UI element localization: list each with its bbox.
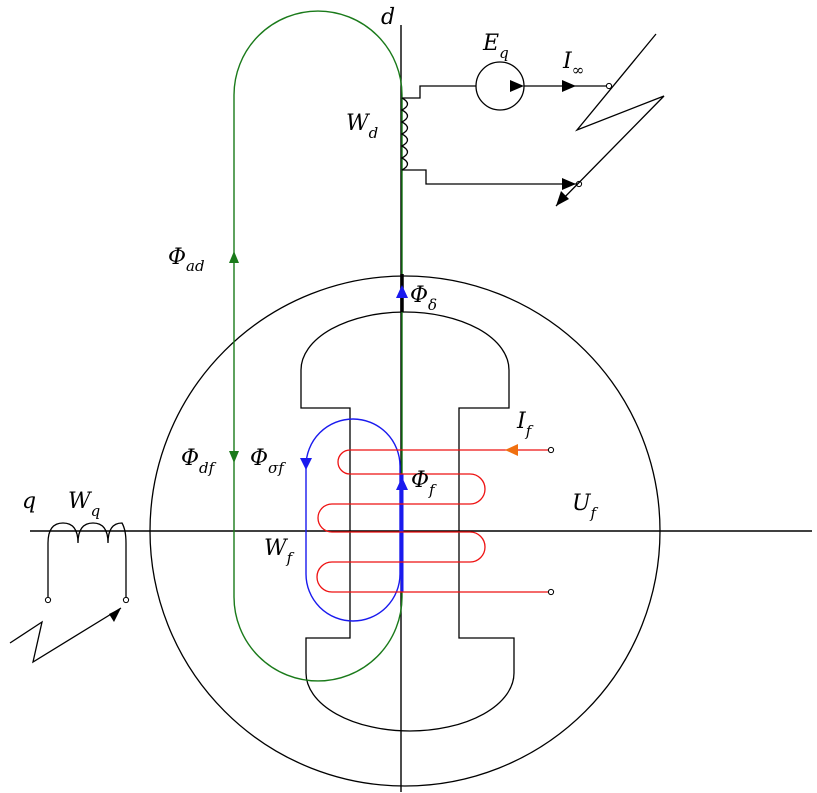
phi-f-label: Φf — [411, 468, 437, 499]
iinf-arrow — [562, 80, 576, 92]
wq-label: Wq — [68, 489, 100, 520]
q-switch — [9, 607, 122, 664]
flux-ad-arrow — [229, 251, 239, 263]
flux-delta-arrow — [396, 285, 408, 298]
d-axis-label: d — [381, 5, 395, 30]
d-switch-arrow — [556, 191, 569, 206]
wd-output-top — [402, 85, 476, 99]
flux-sigma-f-arrow — [300, 458, 312, 470]
phi-sigma-f-label: Φσf — [250, 446, 286, 477]
eq-label: Eq — [482, 31, 509, 62]
rotor-pole — [300, 311, 515, 732]
flux-f-arrow — [396, 477, 408, 490]
eq-arrow — [510, 80, 524, 92]
wd-terminal-bottom — [575, 180, 583, 188]
if-label: If — [516, 409, 534, 440]
q-switch-arrow — [109, 608, 121, 622]
field-current-arrow — [505, 444, 518, 456]
flux-df-arrow — [229, 451, 239, 463]
field-terminal-bottom — [547, 588, 555, 596]
wd-label: Wd — [346, 111, 378, 142]
flux-ad-loop — [233, 10, 403, 682]
wd-coil — [400, 97, 409, 171]
lower-output-arrow — [562, 178, 576, 190]
d-switch — [555, 33, 665, 207]
wq-coil — [47, 522, 127, 600]
wd-output-bottom — [402, 169, 576, 185]
wf-label: Wf — [264, 536, 295, 567]
phi-df-label: Φdf — [181, 446, 217, 477]
field-winding — [316, 449, 548, 593]
phi-ad-label: Φad — [168, 245, 205, 275]
phi-delta-label: Φδ — [410, 283, 437, 314]
q-axis-label: q — [22, 489, 36, 514]
uf-label: Uf — [572, 491, 599, 522]
wq-terminal-right — [122, 596, 130, 604]
wq-terminal-left — [44, 596, 52, 604]
flux-sigma-f-loop — [305, 418, 401, 622]
field-terminal-top — [547, 446, 555, 454]
wd-terminal-top — [605, 82, 613, 90]
iinf-label: I∞ — [562, 49, 584, 79]
